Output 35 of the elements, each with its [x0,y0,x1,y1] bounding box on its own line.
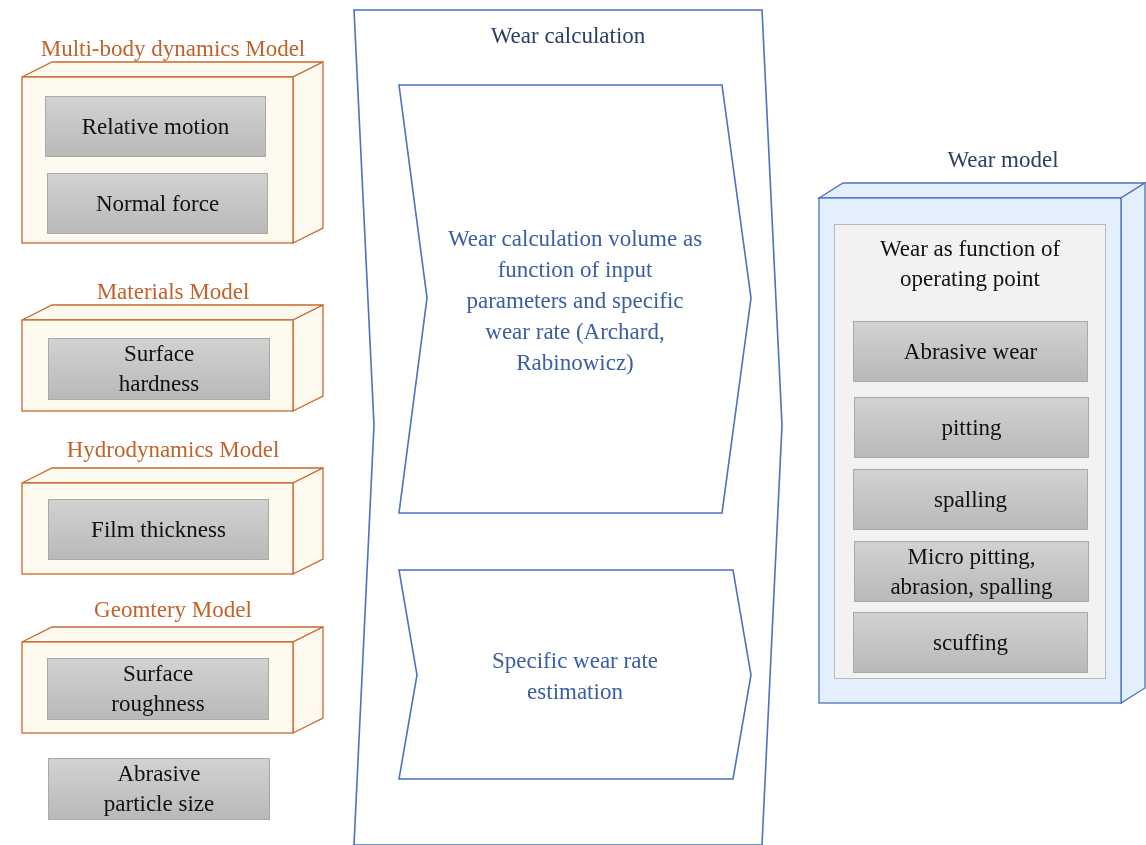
panel-heading: Wear as function of operating point [878,235,1062,293]
parameter-box [853,469,1088,530]
chevron-step [398,84,753,514]
parameter-box [854,541,1089,602]
panel-heading: Wear calculation [489,22,647,50]
parameter-box [854,397,1089,458]
parameter-label: Abrasive particle size [102,760,216,818]
parameter-label: scuffing [932,628,1009,657]
parameter-label: Abrasive wear [902,337,1039,366]
parameter-box [48,499,269,560]
step-text: Specific wear rate estimation [491,647,659,706]
step-text: Wear calculation volume as function of input parameters and specific wear rate (Archard, Rabinowicz) [446,225,704,377]
block-heading: Hydrodynamics Model [65,436,281,464]
block-heading: Materials Model [95,278,251,306]
chevron-step [398,569,753,780]
parameter-label: Surface roughness [110,660,206,718]
parameter-box [47,173,268,234]
parameter-box [48,758,270,820]
parameter-label: Surface hardness [117,340,201,398]
chevron-panel [352,9,784,845]
parameter-box [853,321,1088,382]
parameter-box [45,96,266,157]
parameter-label: Film thickness [90,515,227,544]
block-heading: Wear model [946,146,1060,174]
parameter-label: pitting [940,413,1003,442]
group-panel [834,224,1106,679]
parameter-label: Relative motion [80,112,231,141]
parameter-label: spalling [933,485,1008,514]
block-heading: Multi-body dynamics Model [39,35,307,63]
parameter-label: Normal force [94,189,221,218]
parameter-label: Micro pitting, abrasion, spalling [889,542,1054,601]
parameter-box [853,612,1088,673]
parameter-box [48,338,270,400]
parameter-box [47,658,269,720]
block-heading: Geomtery Model [93,596,253,624]
